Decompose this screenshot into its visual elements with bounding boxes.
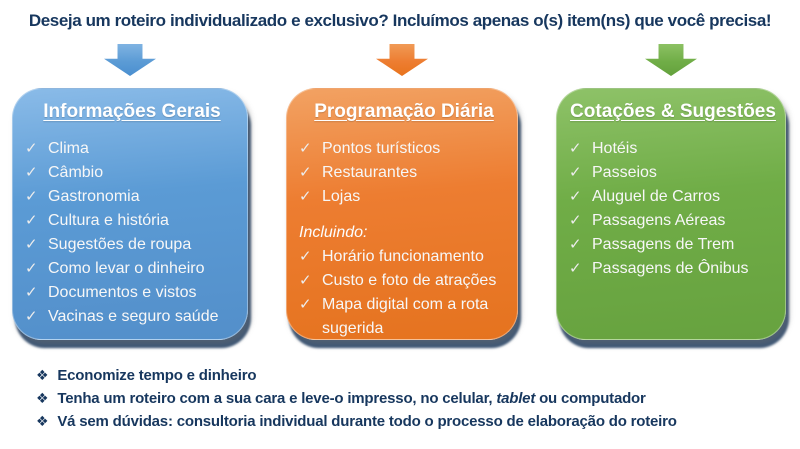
list-item: ✓ Aluguel de Carros — [569, 185, 777, 209]
benefit-text: Economize tempo e dinheiro — [57, 367, 257, 384]
list-item-label: Passagens Aéreas — [592, 212, 726, 229]
green-down-arrow-icon — [645, 44, 697, 76]
check-icon: ✓ — [25, 140, 38, 157]
list-item: ✓ Horário funcionamento — [299, 245, 509, 269]
benefits-footer: ❖ Economize tempo e dinheiro ❖ Tenha um … — [36, 364, 794, 433]
card-item-list: ✓ Hotéis ✓ Passeios ✓ Aluguel de Carros ✓ Pa… — [569, 137, 777, 281]
list-item: ✓ Hotéis — [569, 137, 777, 161]
check-icon: ✓ — [25, 284, 38, 301]
check-icon: ✓ — [569, 188, 582, 205]
list-item-label: Sugestões de roupa — [48, 236, 192, 253]
orange-down-arrow-icon — [376, 44, 428, 76]
check-icon: ✓ — [25, 260, 38, 277]
benefit-row: ❖ Vá sem dúvidas: consultoria individual… — [36, 410, 794, 433]
benefit-text-prefix: Tenha um roteiro com a sua cara e leve-o… — [57, 390, 497, 407]
card-cotacoes-sugestoes: Cotações & Sugestões ✓ Hotéis ✓ Passeios ✓… — [556, 88, 786, 340]
list-item: ✓ Sugestões de roupa — [25, 233, 239, 257]
list-item: ✓ Custo e foto de atrações — [299, 269, 509, 293]
list-item-label: Documentos e vistos — [48, 284, 197, 301]
list-item-label: Cultura e história — [48, 212, 169, 229]
list-item: ✓ Cultura e história — [25, 209, 239, 233]
list-item-label: Pontos turísticos — [322, 140, 441, 157]
benefit-text-italic: tablet — [496, 390, 536, 407]
list-item: ✓ Passagens de Ônibus — [569, 257, 777, 281]
check-icon: ✓ — [569, 164, 582, 181]
benefit-text-suffix: ou computador — [535, 390, 646, 407]
benefit-text: Tenha um roteiro com a sua cara e leve-o… — [57, 387, 645, 410]
list-item-label: Clima — [48, 140, 89, 157]
card-informacoes-gerais: Informações Gerais ✓ Clima ✓ Câmbio ✓ Gastr… — [12, 88, 248, 340]
card-item-list: ✓ Pontos turísticos ✓ Restaurantes ✓ Lojas — [299, 137, 509, 209]
list-item: ✓ Passagens Aéreas — [569, 209, 777, 233]
list-item: ✓ Lojas — [299, 185, 509, 209]
list-item: ✓ Clima — [25, 137, 239, 161]
list-item: ✓ Como levar o dinheiro — [25, 257, 239, 281]
check-icon: ✓ — [299, 248, 312, 265]
list-item-label: Lojas — [322, 188, 361, 205]
blue-down-arrow-icon — [104, 44, 156, 76]
list-item: ✓ Mapa digital com a rota sugerida — [299, 293, 509, 341]
benefit-row: ❖ Tenha um roteiro com a sua cara e leve… — [36, 387, 794, 410]
check-icon: ✓ — [299, 140, 312, 157]
benefit-text: Vá sem dúvidas: consultoria individual d… — [57, 413, 677, 430]
list-item-label: Restaurantes — [322, 164, 418, 181]
list-item: ✓ Documentos e vistos — [25, 281, 239, 305]
card-title: Cotações & Sugestões — [570, 101, 776, 122]
list-item-label: Horário funcionamento — [322, 248, 484, 265]
list-item-label: Como levar o dinheiro — [48, 260, 205, 277]
check-icon: ✓ — [569, 212, 582, 229]
list-item: ✓ Câmbio — [25, 161, 239, 185]
list-item-label: Gastronomia — [48, 188, 140, 205]
check-icon: ✓ — [569, 260, 582, 277]
check-icon: ✓ — [299, 164, 312, 181]
list-item-label: Passagens de Ônibus — [592, 260, 749, 277]
check-icon: ✓ — [569, 140, 582, 157]
check-icon: ✓ — [25, 308, 38, 325]
list-item-label: Custo e foto de atrações — [322, 272, 497, 289]
list-item-label: Vacinas e seguro saúde — [48, 308, 219, 325]
check-icon: ✓ — [299, 272, 312, 289]
list-item: ✓ Gastronomia — [25, 185, 239, 209]
list-item: ✓ Vacinas e seguro saúde — [25, 305, 239, 329]
list-item-label: Passagens de Trem — [592, 236, 735, 253]
diamond-bullet-icon: ❖ — [36, 367, 49, 383]
card-programacao-diaria: Programação Diária ✓ Pontos turísticos ✓ R… — [286, 88, 518, 340]
card-title: Programação Diária — [314, 101, 494, 122]
list-item-label: Hotéis — [592, 140, 638, 157]
list-item: ✓ Pontos turísticos — [299, 137, 509, 161]
check-icon: ✓ — [25, 212, 38, 229]
card-subitem-list: ✓ Horário funcionamento ✓ Custo e foto de … — [299, 245, 509, 341]
list-item-label: Mapa digital com a rota sugerida — [322, 296, 489, 337]
card-title: Informações Gerais — [43, 101, 221, 122]
benefit-row: ❖ Economize tempo e dinheiro — [36, 364, 794, 387]
check-icon: ✓ — [299, 188, 312, 205]
check-icon: ✓ — [25, 188, 38, 205]
check-icon: ✓ — [25, 236, 38, 253]
check-icon: ✓ — [25, 164, 38, 181]
headline-text: Deseja um roteiro individualizado e excl… — [28, 11, 772, 30]
list-item: ✓ Passagens de Trem — [569, 233, 777, 257]
list-item-label: Passeios — [592, 164, 657, 181]
card-item-list: ✓ Clima ✓ Câmbio ✓ Gastronomia ✓ Cultura e h… — [25, 137, 239, 329]
diamond-bullet-icon: ❖ — [36, 390, 49, 406]
list-item-label: Aluguel de Carros — [592, 188, 721, 205]
check-icon: ✓ — [569, 236, 582, 253]
diamond-bullet-icon: ❖ — [36, 413, 49, 429]
list-item: ✓ Restaurantes — [299, 161, 509, 185]
including-label: Incluindo: — [299, 224, 368, 241]
check-icon: ✓ — [299, 296, 312, 313]
list-item-label: Câmbio — [48, 164, 104, 181]
list-item: ✓ Passeios — [569, 161, 777, 185]
